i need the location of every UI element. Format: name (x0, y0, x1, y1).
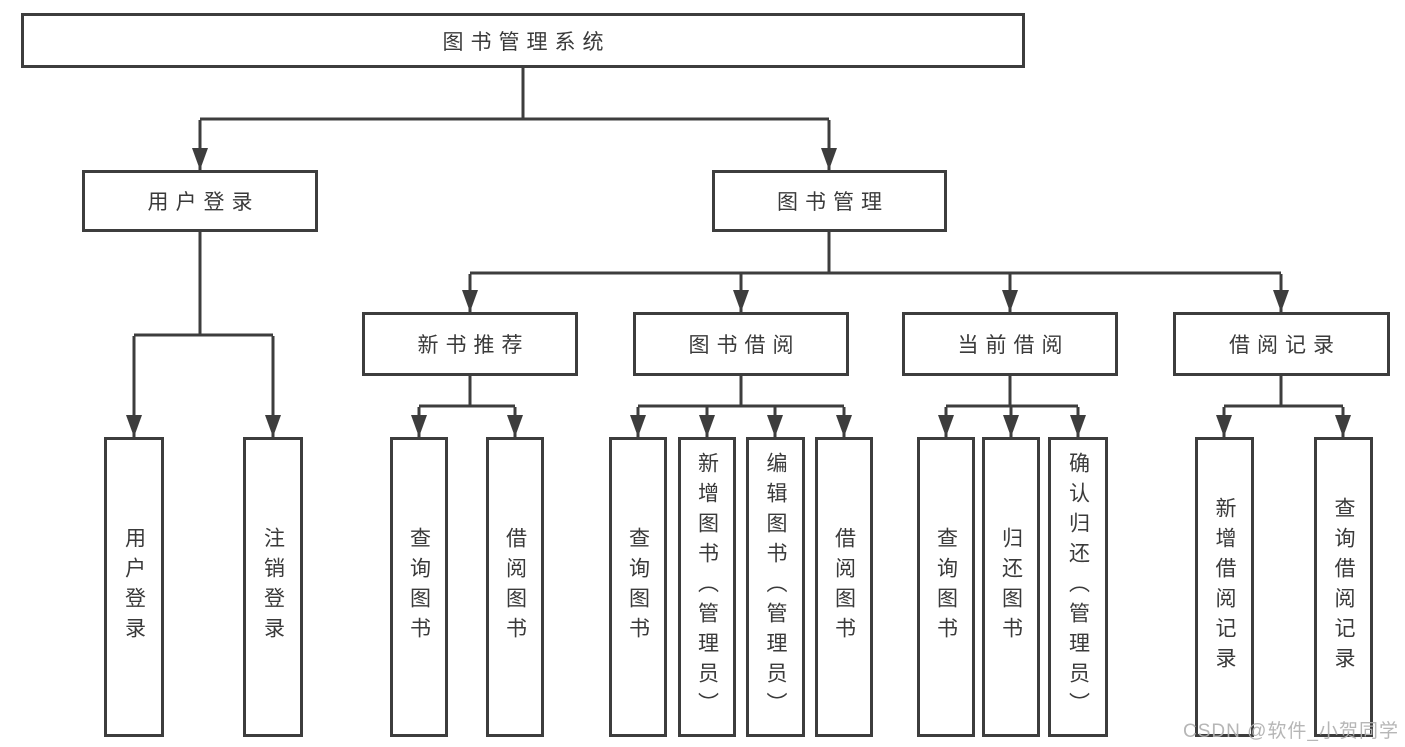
node-borrowing-records: 借阅记录 (1173, 312, 1390, 376)
leaf-query-borrow-record: 查询借阅记录 (1314, 437, 1373, 737)
leaf-query-books-borrowing: 查询图书 (609, 437, 667, 737)
trunk-lines (134, 68, 1343, 408)
leaf-logout-login: 注销登录 (243, 437, 303, 737)
leaf-query-books-current: 查询图书 (917, 437, 975, 737)
node-book-management: 图书管理 (712, 170, 947, 232)
leaf-query-books-recommend: 查询图书 (390, 437, 448, 737)
leaf-confirm-return-admin: 确认归还（管理员） (1048, 437, 1108, 737)
leaf-return-books: 归还图书 (982, 437, 1040, 737)
node-library-management-system: 图书管理系统 (21, 13, 1025, 68)
leaf-borrow-books-borrowing: 借阅图书 (815, 437, 873, 737)
node-new-book-recommendation: 新书推荐 (362, 312, 578, 376)
leaf-add-books-admin: 新增图书（管理员） (678, 437, 736, 737)
node-book-borrowing: 图书借阅 (633, 312, 849, 376)
leaf-edit-books-admin: 编辑图书（管理员） (746, 437, 805, 737)
leaf-add-borrow-record: 新增借阅记录 (1195, 437, 1254, 737)
leaf-user-login: 用户登录 (104, 437, 164, 737)
arrow-lines (126, 120, 1351, 437)
watermark: CSDN @软件_小贺同学 (1183, 721, 1399, 742)
node-user-login: 用户登录 (82, 170, 318, 232)
leaf-borrow-books-recommend: 借阅图书 (486, 437, 544, 737)
node-current-borrowing: 当前借阅 (902, 312, 1118, 376)
